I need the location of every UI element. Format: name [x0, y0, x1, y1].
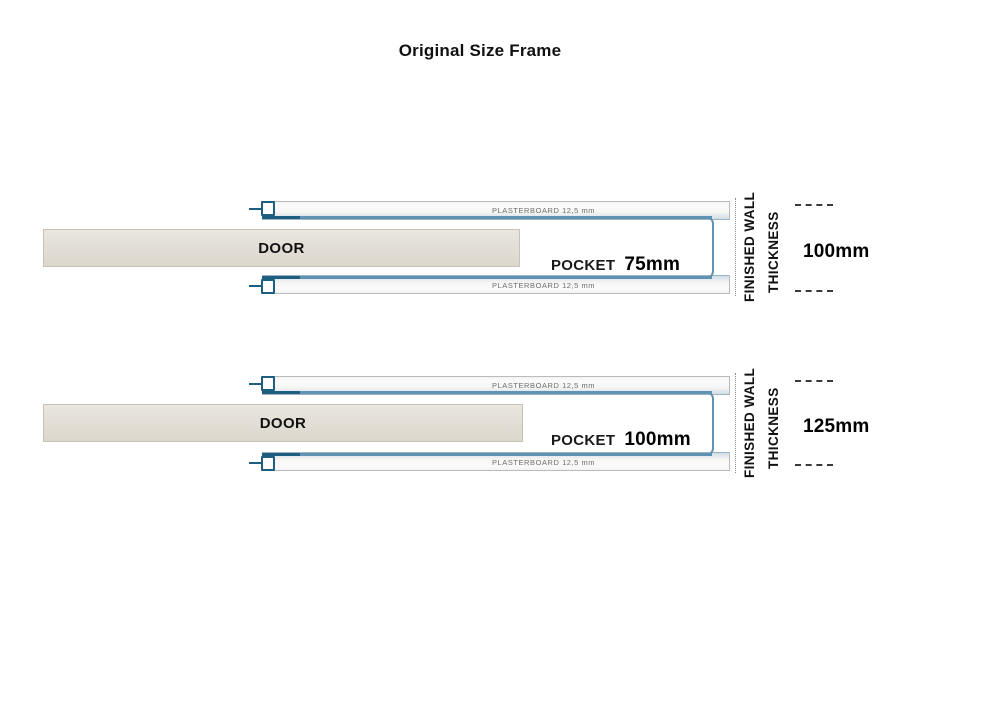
page-title: Original Size Frame	[398, 41, 562, 60]
pocket-word: POCKET	[551, 257, 616, 274]
door-label: DOOR	[259, 414, 307, 432]
dimension-dash-top	[795, 204, 833, 206]
jamb-arm-top	[262, 216, 310, 219]
jamb-stub-bottom	[249, 285, 263, 287]
plasterboard-label-top: PLASTERBOARD 12,5 mm	[492, 206, 596, 215]
jamb-stub-top	[249, 383, 263, 385]
pocket-inner-bar-top	[300, 391, 712, 394]
dimension-dash-bottom	[795, 464, 833, 466]
dimension-dash-bottom	[795, 290, 833, 292]
wall-guide-line	[735, 198, 736, 296]
plasterboard-label-bottom: PLASTERBOARD 12,5 mm	[492, 458, 596, 467]
pocket-inner-bar-bottom	[300, 276, 712, 279]
door-label: DOOR	[258, 239, 305, 257]
plasterboard-label-bottom: PLASTERBOARD 12,5 mm	[492, 281, 596, 290]
finished-wall-line1: FINISHED WALL	[742, 367, 757, 479]
door-bar: DOOR	[43, 404, 523, 442]
pocket-inner-bar-bottom	[300, 453, 712, 456]
finished-wall-line2: THICKNESS	[766, 387, 781, 469]
wall-thickness-value: 125mm	[803, 416, 870, 437]
wall-thickness-value: 100mm	[803, 241, 870, 262]
pocket-end-jamb	[700, 216, 714, 279]
jamb-arm-bottom	[262, 453, 310, 456]
pocket-size-value: 100mm	[624, 429, 691, 450]
jamb-box-top	[261, 376, 275, 391]
pocket-label: POCKET 100mm	[551, 429, 691, 451]
pocket-label: POCKET 75mm	[551, 254, 680, 276]
jamb-box-bottom	[261, 279, 275, 294]
jamb-arm-bottom	[262, 276, 310, 279]
jamb-stub-top	[249, 208, 263, 210]
pocket-size-value: 75mm	[624, 254, 681, 275]
jamb-stub-bottom	[249, 462, 263, 464]
pocket-inner-bar-top	[300, 216, 712, 219]
plasterboard-label-top: PLASTERBOARD 12,5 mm	[492, 381, 596, 390]
dimension-dash-top	[795, 380, 833, 382]
pocket-end-jamb	[700, 391, 714, 456]
finished-wall-line2: THICKNESS	[766, 211, 781, 293]
pocket-word: POCKET	[551, 432, 616, 449]
jamb-box-top	[261, 201, 275, 216]
finished-wall-line1: FINISHED WALL	[742, 191, 757, 303]
door-bar: DOOR	[43, 229, 520, 267]
jamb-arm-top	[262, 391, 310, 394]
jamb-box-bottom	[261, 456, 275, 471]
wall-guide-line	[735, 373, 736, 473]
